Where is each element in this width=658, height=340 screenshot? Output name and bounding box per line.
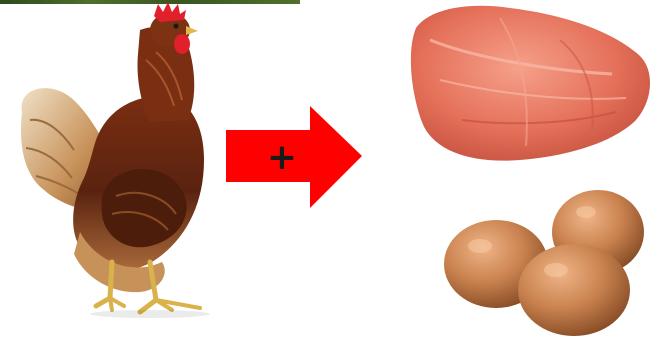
eggs-icon (444, 190, 644, 336)
meat-icon (411, 6, 650, 161)
plus-sign: + (262, 136, 302, 180)
hen-icon (21, 2, 210, 318)
